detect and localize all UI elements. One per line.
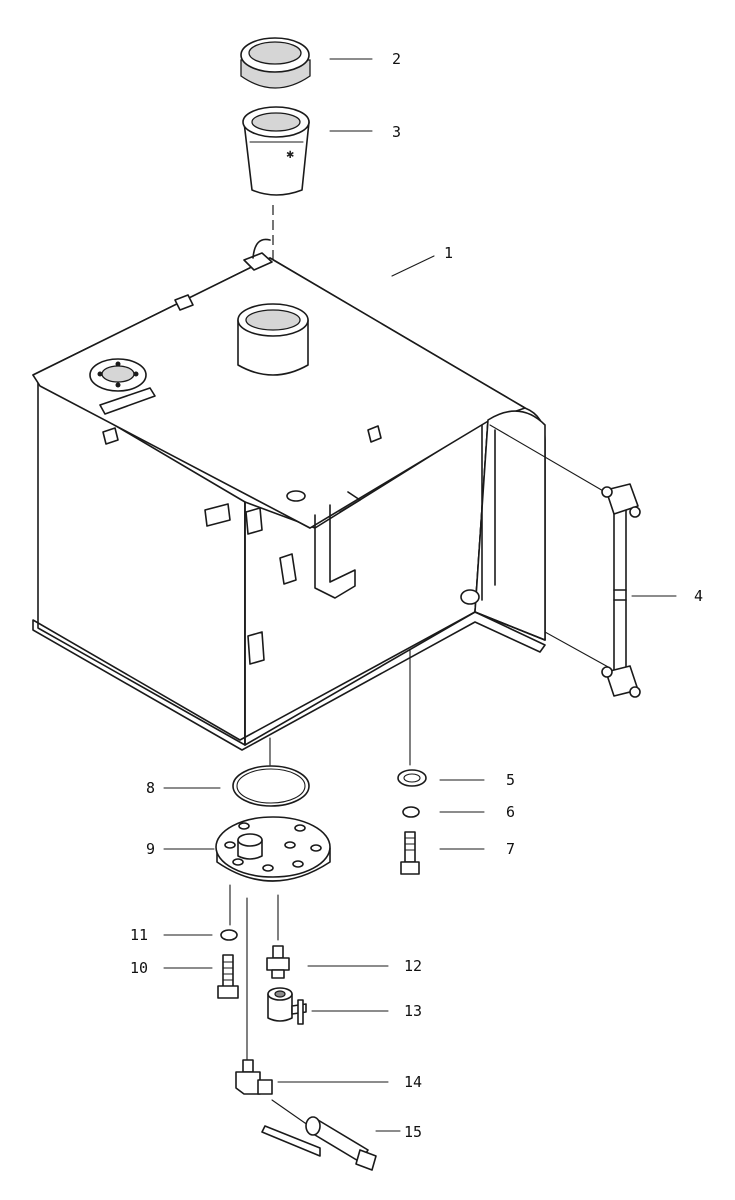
part-12-nipple — [266, 945, 290, 979]
part-11-washer — [220, 929, 238, 941]
callout-9: 9 — [146, 840, 155, 858]
part-1-tank — [32, 238, 546, 751]
callout-5: 5 — [506, 771, 515, 789]
callout-7: 7 — [506, 840, 515, 858]
part-7-bolt — [400, 831, 420, 875]
callout-2: 2 — [392, 50, 401, 68]
part-5-seal-washer — [397, 769, 427, 787]
callout-14: 14 — [404, 1073, 422, 1091]
callout-4: 4 — [694, 587, 703, 605]
callout-12: 12 — [404, 957, 422, 975]
callout-13: 13 — [404, 1002, 422, 1020]
callout-10: 10 — [130, 959, 148, 977]
callout-1: 1 — [444, 244, 453, 262]
callout-15: 15 — [404, 1123, 422, 1141]
part-15-hose — [261, 1099, 377, 1171]
svg-text:✱: ✱ — [286, 150, 294, 161]
callout-6: 6 — [506, 803, 515, 821]
part-8-o-ring — [232, 765, 310, 807]
part-6-washer — [402, 806, 420, 818]
callout-11: 11 — [130, 926, 148, 944]
part-3-strainer: ✱ — [242, 106, 310, 196]
part-10-bolt — [217, 954, 239, 999]
part-2-cap — [240, 37, 311, 89]
callout-3: 3 — [392, 123, 401, 141]
part-9-flange — [215, 816, 331, 882]
part-14-elbow — [235, 1059, 273, 1095]
part-4-level-gauge — [489, 424, 641, 698]
callout-8: 8 — [146, 779, 155, 797]
part-13-drain-valve — [267, 987, 307, 1025]
leader-lines — [163, 58, 677, 1132]
